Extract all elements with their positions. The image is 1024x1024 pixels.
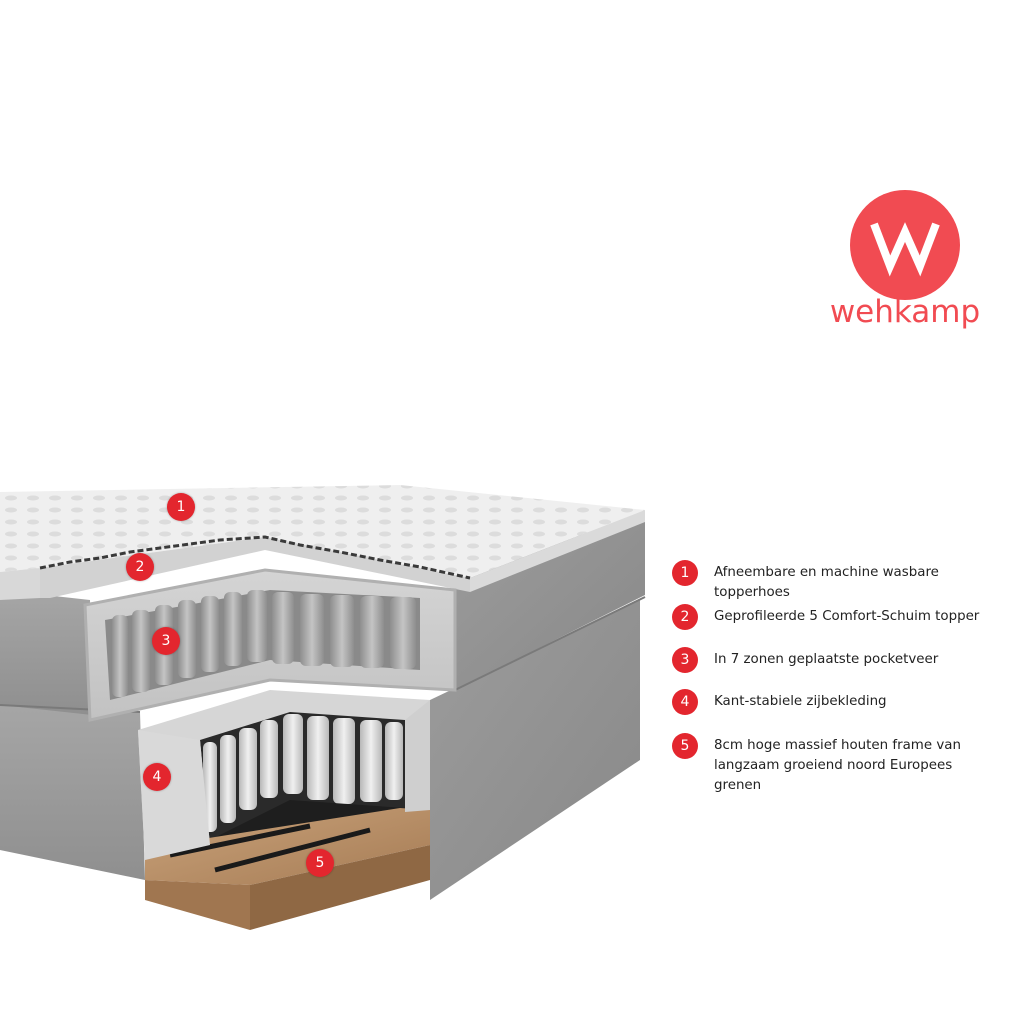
wehkamp-logo: wehkamp	[820, 190, 990, 340]
legend-text: Kant-stabiele zijbekleding	[714, 694, 887, 709]
legend-item-5: 5 8cm hoge massief houten frame van lang…	[672, 733, 964, 796]
legend-text: In 7 zonen geplaatste pocketveer	[714, 652, 939, 667]
legend-item-2: 2 Geprofileerde 5 Comfort-Schuim topper	[672, 604, 1014, 630]
legend-text: Geprofileerde 5 Comfort-Schuim topper	[714, 609, 980, 624]
pin-1: 1	[167, 493, 195, 521]
legend-item-1: 1 Afneembare en machine wasbare topperho…	[672, 560, 1014, 603]
number-badge: 5	[672, 733, 698, 759]
number-badge: 2	[672, 604, 698, 630]
pin-4: 4	[143, 763, 171, 791]
number-badge: 1	[672, 560, 698, 586]
brand-name: wehkamp	[829, 294, 981, 330]
pin-5: 5	[306, 849, 334, 877]
w-logo-icon	[870, 222, 940, 277]
legend-text: Afneembare en machine wasbare topperhoes	[714, 565, 939, 600]
legend-item-4: 4 Kant-stabiele zijbekleding	[672, 689, 1014, 715]
pin-3: 3	[152, 627, 180, 655]
number-badge: 4	[672, 689, 698, 715]
pin-2: 2	[126, 553, 154, 581]
legend-item-3: 3 In 7 zonen geplaatste pocketveer	[672, 647, 1014, 673]
number-badge: 3	[672, 647, 698, 673]
logo-circle	[850, 190, 960, 300]
legend-text: 8cm hoge massief houten frame van langza…	[714, 738, 961, 793]
